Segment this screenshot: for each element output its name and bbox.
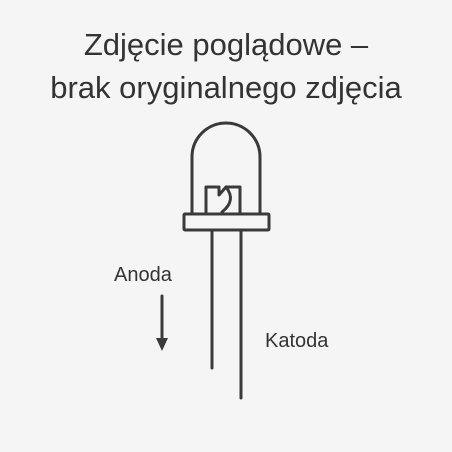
title-line-2: brak oryginalnego zdjęcia	[50, 70, 402, 105]
anode-label: Anoda	[114, 264, 172, 286]
led-die	[204, 185, 242, 214]
cathode-label: Katoda	[265, 330, 329, 352]
anode-arrow-head	[156, 338, 168, 351]
led-flange	[182, 212, 271, 232]
led-wire	[220, 185, 232, 214]
title-line-1: Zdjęcie poglądowe –	[83, 27, 369, 62]
led-dome	[190, 121, 262, 216]
